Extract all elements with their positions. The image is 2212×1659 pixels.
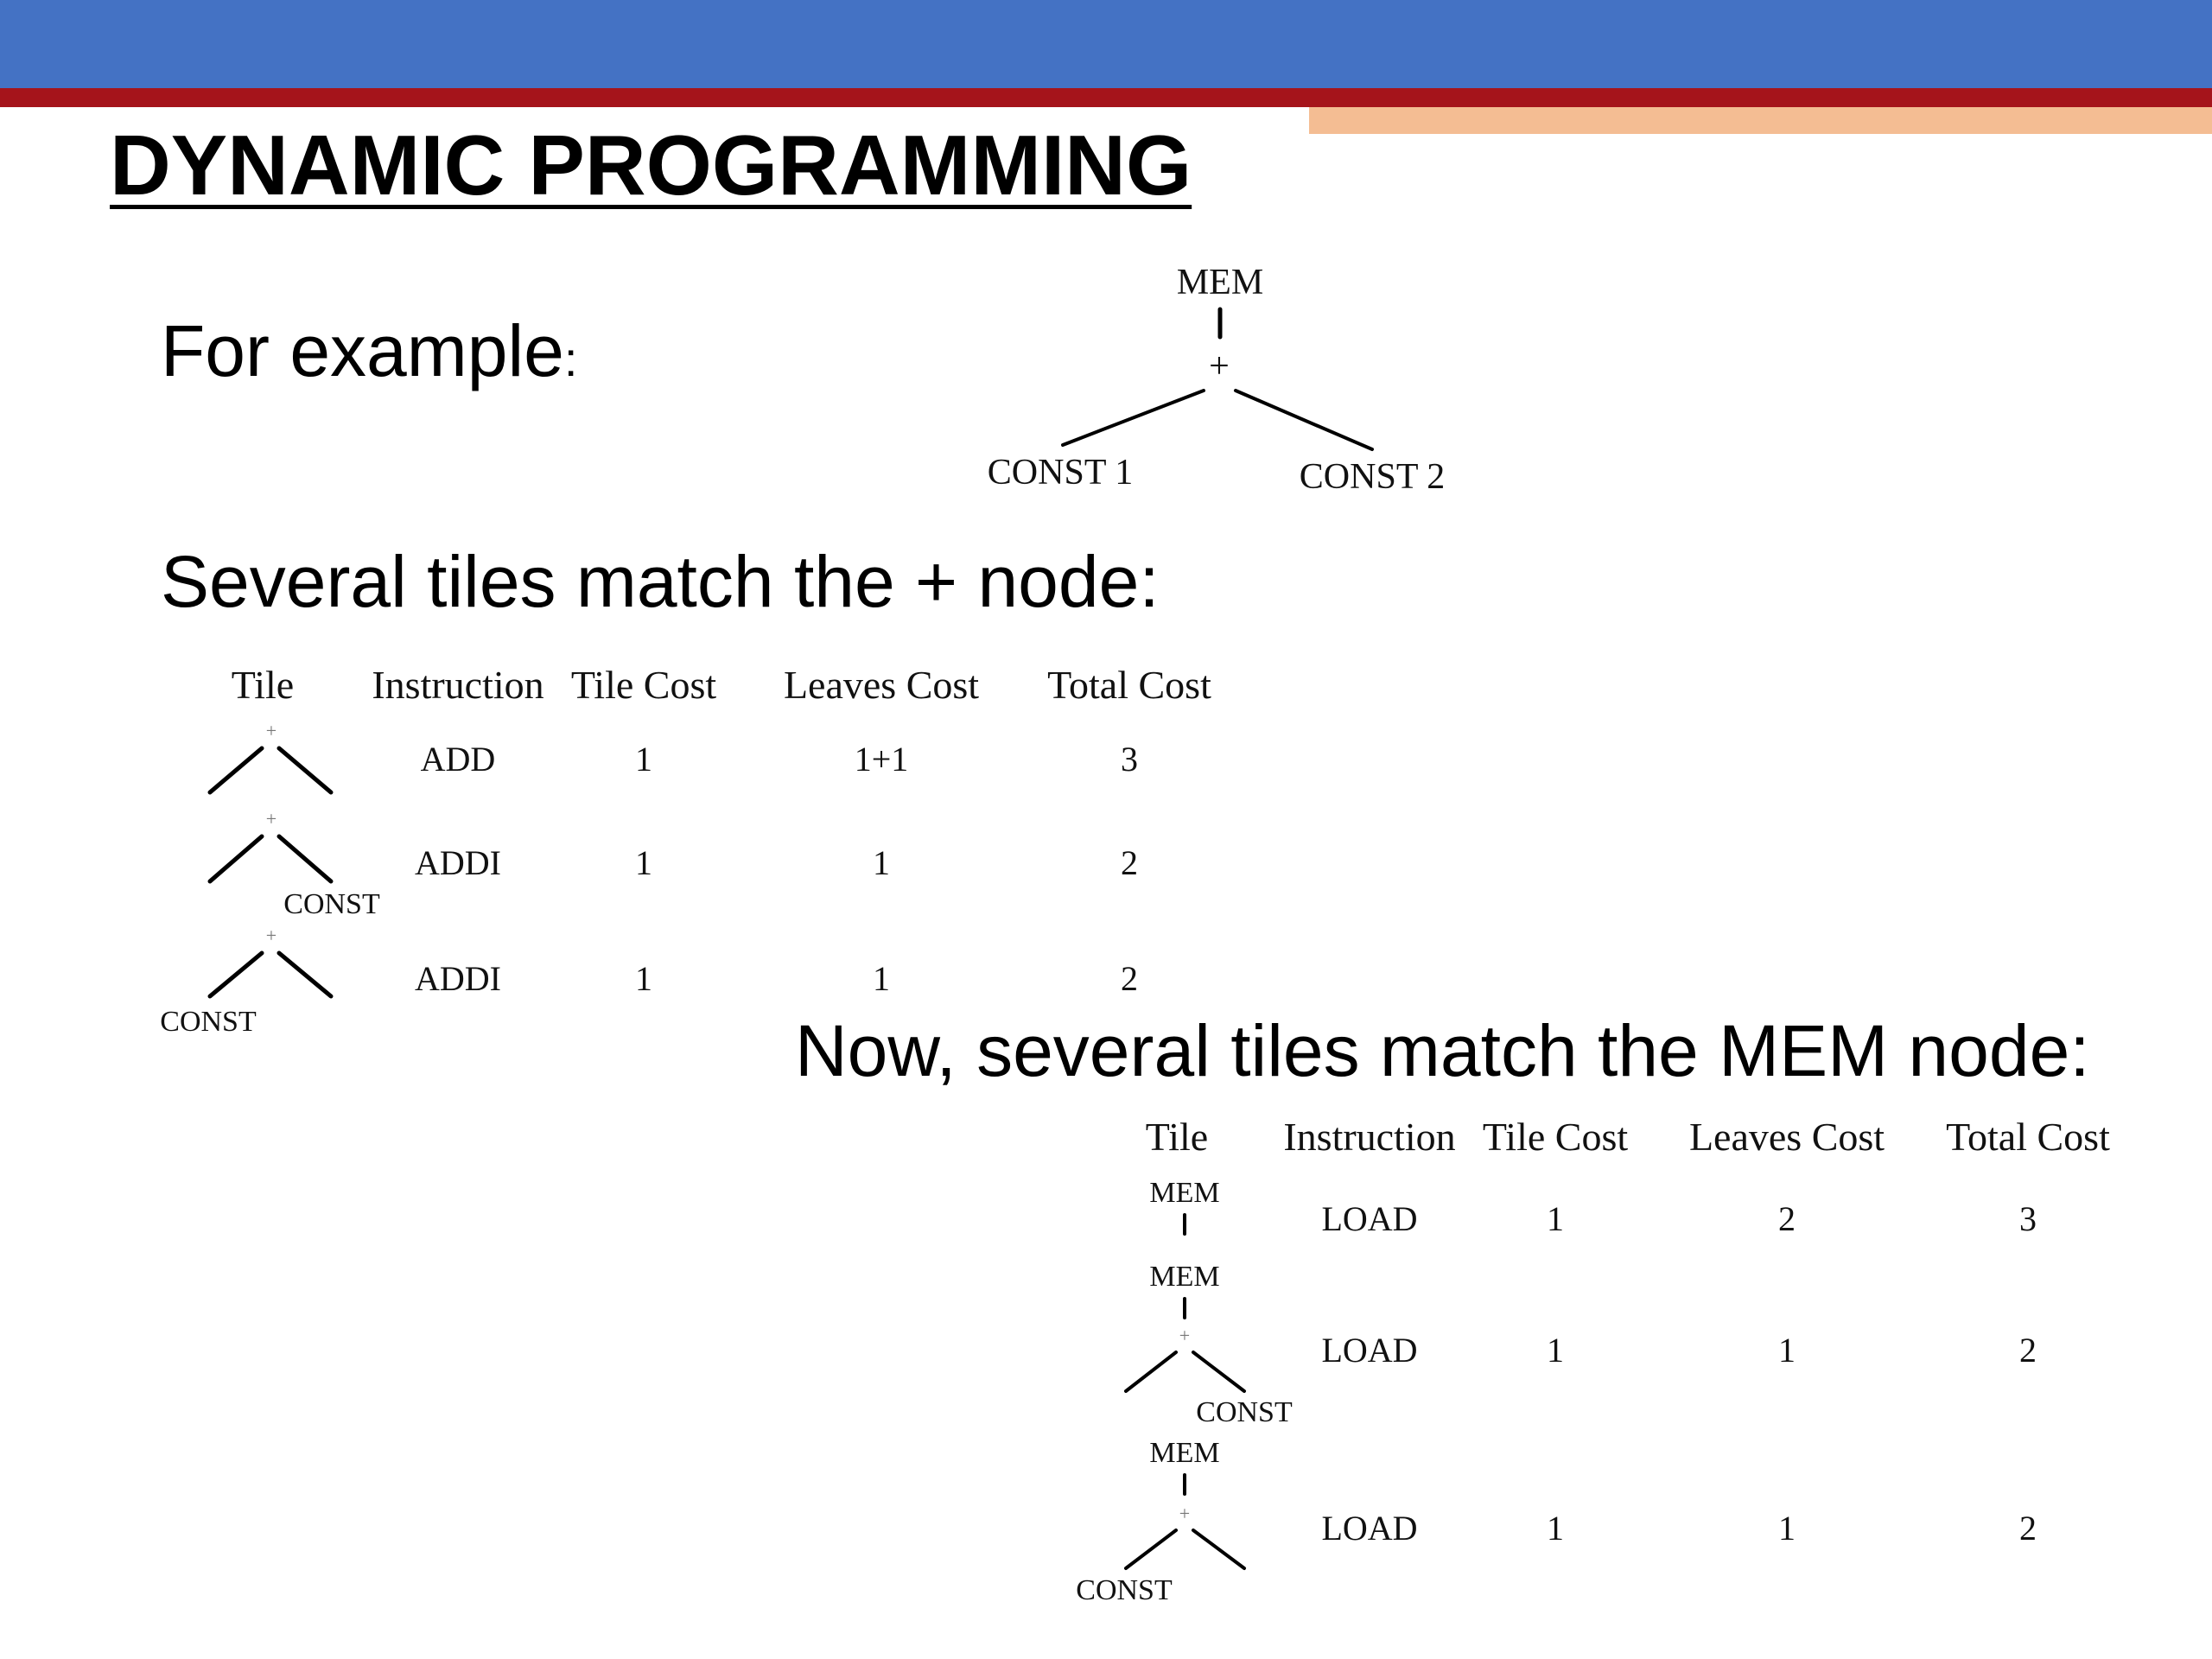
plus-node-caption: Several tiles match the + node: [161, 541, 1160, 622]
plus-row-leaves-cost: 1+1 [855, 740, 909, 779]
plus-tile-diagram: + CONST [160, 925, 334, 1038]
mem-row-leaves-cost: 2 [1778, 1199, 1796, 1238]
example-tree-root: MEM [1177, 263, 1263, 302]
plus-header-tile: Tile [232, 663, 294, 707]
mem-row-instruction: LOAD [1321, 1199, 1417, 1238]
plus-row-total-cost: 2 [1121, 959, 1138, 998]
plus-row-instruction: ADDI [415, 959, 501, 998]
tile-const-leaf: CONST [1196, 1396, 1293, 1428]
mem-row-tile-cost: 1 [1547, 1509, 1564, 1548]
tile-const-leaf: CONST [160, 1006, 257, 1038]
tile-const-leaf: CONST [283, 888, 380, 920]
mem-row-instruction: LOAD [1321, 1509, 1417, 1548]
mem-tile-diagram: MEM [1149, 1177, 1220, 1236]
tile-mem-root: MEM [1149, 1177, 1219, 1209]
plus-table-row: + ADD 1 1+1 3 [207, 720, 1138, 795]
mem-row-total-cost: 3 [2019, 1199, 2037, 1238]
header-bar [0, 0, 2212, 88]
mem-table-row: MEM LOAD 1 2 3 [1149, 1177, 2037, 1238]
header-red-stripe [0, 88, 2212, 107]
mem-tiles-table: Tile Instruction Tile Cost Leaves Cost T… [1076, 1115, 2110, 1606]
mem-tile-diagram: MEM + CONST [1076, 1437, 1246, 1606]
tile-plus-symbol: + [266, 925, 276, 946]
mem-header-instruction: Instruction [1283, 1115, 1455, 1159]
mem-row-total-cost: 2 [2019, 1331, 2037, 1370]
mem-row-total-cost: 2 [2019, 1509, 2037, 1548]
mem-node-caption: Now, several tiles match the MEM node: [795, 1010, 2090, 1091]
tile-edge-right [276, 834, 334, 884]
mem-tile-diagram: MEM + CONST [1124, 1261, 1293, 1428]
tile-mem-root: MEM [1149, 1261, 1219, 1293]
mem-header-tile-cost: Tile Cost [1483, 1115, 1629, 1159]
plus-row-tile-cost: 1 [635, 843, 652, 882]
tile-mem-root: MEM [1149, 1437, 1219, 1469]
plus-tiles-table: Tile Instruction Tile Cost Leaves Cost T… [160, 663, 1211, 1038]
plus-table-row: + CONST ADDI 1 1 2 [207, 808, 1138, 920]
example-tree: MEM + CONST 1 CONST 2 [988, 263, 1445, 497]
tile-edge-left [207, 950, 264, 999]
mem-table-row: MEM + CONST LOAD 1 1 2 [1076, 1437, 2037, 1606]
mem-row-instruction: LOAD [1321, 1331, 1417, 1370]
plus-row-total-cost: 3 [1121, 740, 1138, 779]
tile-const-leaf: CONST [1076, 1574, 1173, 1606]
header-accent-stripe [1309, 107, 2212, 134]
mem-header-leaves-cost: Leaves Cost [1689, 1115, 1885, 1159]
example-label: For example: [161, 309, 577, 393]
mem-row-tile-cost: 1 [1547, 1331, 1564, 1370]
example-tree-edge-right [1234, 389, 1374, 451]
plus-row-leaves-cost: 1 [873, 959, 890, 998]
plus-header-tile-cost: Tile Cost [571, 663, 717, 707]
plus-table-header: Tile Instruction Tile Cost Leaves Cost T… [232, 663, 1211, 707]
example-label-colon: : [563, 332, 578, 386]
plus-table-row: + CONST ADDI 1 1 2 [160, 925, 1138, 1038]
plus-row-tile-cost: 1 [635, 959, 652, 998]
mem-header-total-cost: Total Cost [1946, 1115, 2110, 1159]
example-tree-left-leaf: CONST 1 [988, 453, 1133, 493]
example-tree-right-leaf: CONST 2 [1300, 457, 1445, 497]
plus-row-tile-cost: 1 [635, 740, 652, 779]
tile-plus-symbol: + [1179, 1503, 1190, 1524]
slide-title: DYNAMIC PROGRAMMING [110, 118, 1192, 213]
tile-edge-left [207, 834, 264, 884]
tile-plus-symbol: + [266, 808, 276, 830]
plus-tile-diagram: + CONST [207, 808, 380, 920]
plus-header-leaves-cost: Leaves Cost [784, 663, 979, 707]
tile-edge-left [1124, 1529, 1178, 1570]
example-tree-op: + [1209, 346, 1230, 386]
tile-edge-right [276, 950, 334, 999]
mem-table-header: Tile Instruction Tile Cost Leaves Cost T… [1146, 1115, 2110, 1159]
mem-row-tile-cost: 1 [1547, 1199, 1564, 1238]
example-tree-edge-left [1061, 389, 1205, 447]
plus-header-total-cost: Total Cost [1047, 663, 1211, 707]
example-label-text: For example [161, 310, 564, 391]
plus-tile-diagram: + [207, 720, 334, 795]
plus-row-leaves-cost: 1 [873, 843, 890, 882]
tile-edge-right [1192, 1529, 1246, 1570]
tile-plus-symbol: + [266, 720, 276, 741]
tile-edge-right [1192, 1351, 1246, 1393]
mem-row-leaves-cost: 1 [1778, 1509, 1796, 1548]
plus-row-total-cost: 2 [1121, 843, 1138, 882]
plus-row-instruction: ADD [421, 740, 496, 779]
mem-header-tile: Tile [1146, 1115, 1208, 1159]
tile-edge-left [1124, 1351, 1178, 1393]
tile-plus-symbol: + [1179, 1325, 1190, 1346]
plus-row-instruction: ADDI [415, 843, 501, 882]
plus-header-instruction: Instruction [372, 663, 543, 707]
mem-row-leaves-cost: 1 [1778, 1331, 1796, 1370]
mem-table-row: MEM + CONST LOAD 1 1 2 [1124, 1261, 2037, 1428]
tile-edge-left [207, 746, 264, 795]
tile-edge-right [276, 746, 334, 795]
